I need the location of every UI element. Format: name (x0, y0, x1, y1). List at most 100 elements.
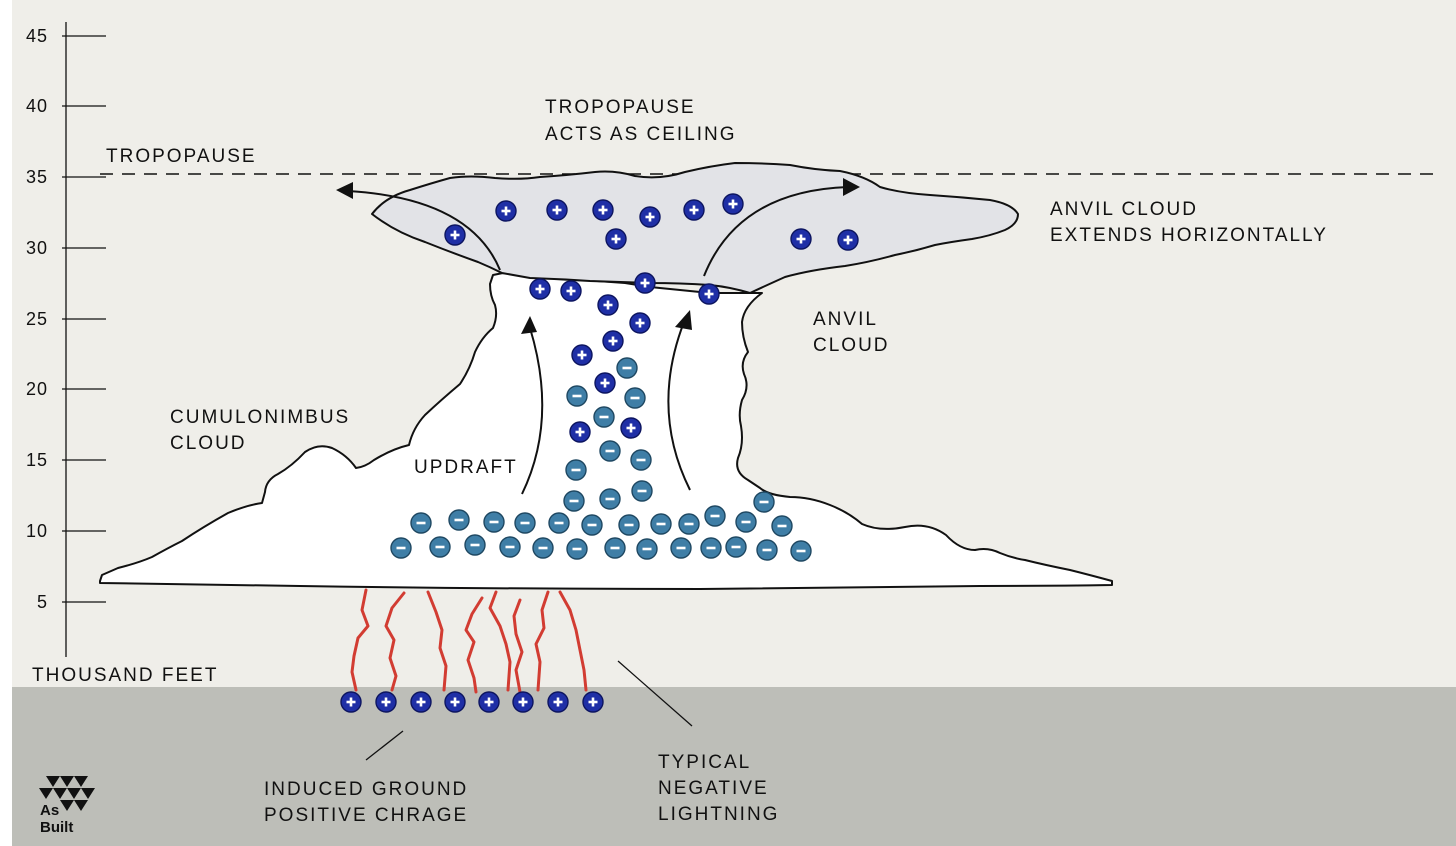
ground (12, 687, 1456, 846)
negative-charge-icon (630, 449, 652, 471)
ground-charge-label: INDUCED GROUND (264, 779, 468, 800)
positive-charge-icon (639, 206, 661, 228)
ground-charge-label: POSITIVE CHRAGE (264, 805, 468, 826)
positive-charge-icon (837, 229, 859, 251)
positive-charge-icon (629, 312, 651, 334)
labels: TROPOPAUSE TROPOPAUSE ACTS AS CEILING AN… (32, 97, 1328, 826)
updraft-label: UPDRAFT (414, 457, 518, 478)
negative-charge-icon (532, 537, 554, 559)
negative-charge-icon (599, 488, 621, 510)
negative-charge-icon (725, 536, 747, 558)
anvil-cloud-label: CLOUD (813, 335, 890, 356)
updraft-arrowhead-left (521, 316, 537, 334)
lightning-label: TYPICAL (658, 752, 751, 773)
positive-charge-icon (547, 691, 569, 713)
positive-charge-icon (560, 280, 582, 302)
negative-charge-icon (593, 406, 615, 428)
negative-charge-icon (624, 387, 646, 409)
positive-charge-icon (592, 199, 614, 221)
negative-charge-icon (618, 514, 640, 536)
positive-charge-icon (529, 278, 551, 300)
axis-tick-label: 40 (26, 96, 48, 116)
negative-charge-icon (650, 513, 672, 535)
outflow-arrowhead-right (843, 178, 860, 196)
positive-charge-icon (569, 421, 591, 443)
negative-charge-icon (514, 512, 536, 534)
positive-charge-icon (478, 691, 500, 713)
axis-tick-label: 20 (26, 379, 48, 399)
negative-charge-icon (563, 490, 585, 512)
negative-charge-icon (390, 537, 412, 559)
cumulonimbus-label: CLOUD (170, 433, 247, 454)
negative-charge-icon (566, 385, 588, 407)
positive-charge-icon (495, 200, 517, 222)
axis-tick-label: 45 (26, 26, 48, 46)
negative-charge-icon (631, 480, 653, 502)
positive-charge-icon (597, 294, 619, 316)
positive-charge-icon (620, 417, 642, 439)
positive-charge-icon (444, 224, 466, 246)
negative-charge-icon (604, 537, 626, 559)
lightning-bolt (488, 590, 512, 692)
axis-tick-label: 25 (26, 309, 48, 329)
lightning-label: LIGHTNING (658, 804, 779, 825)
cumulonimbus-cloud (99, 272, 1113, 590)
positive-charge-icon (722, 193, 744, 215)
negative-charge-icon (599, 440, 621, 462)
positive-charge-icon (683, 199, 705, 221)
negative-charge-icon (429, 536, 451, 558)
negative-charge-icon (735, 511, 757, 533)
tropopause-ceiling-label: ACTS AS CEILING (545, 124, 737, 145)
negative-charge-icon (700, 537, 722, 559)
lightning-strokes (350, 588, 588, 694)
lightning-bolt (426, 590, 448, 692)
negative-charge-icon (678, 513, 700, 535)
anvil-cloud-label: ANVIL (813, 309, 878, 330)
negative-charge-icon (771, 515, 793, 537)
negative-charge-icon (448, 509, 470, 531)
axis-tick-label: 15 (26, 450, 48, 470)
updraft-arrows (347, 186, 849, 495)
anvil-extends-label: EXTENDS HORIZONTALLY (1050, 225, 1328, 246)
lightning-label: NEGATIVE (658, 778, 769, 799)
logo-text: Built (40, 819, 73, 836)
outflow-arrowhead-left (336, 182, 353, 199)
lightning-bolt (350, 588, 370, 692)
positive-charge-icon (605, 228, 627, 250)
charges (340, 193, 859, 713)
cumulonimbus-label: CUMULONIMBUS (170, 407, 350, 428)
ground-charge-leader (365, 730, 404, 761)
outflow-arrow-left (347, 190, 501, 271)
positive-charge-icon (698, 283, 720, 305)
arrow-heads (336, 178, 860, 334)
anvil-cloud (371, 162, 1019, 294)
logo-text: As (40, 802, 59, 819)
negative-charge-icon (566, 538, 588, 560)
positive-charge-icon (790, 228, 812, 250)
positive-charge-icon (444, 691, 466, 713)
negative-charge-icon (565, 459, 587, 481)
axis-tick-label: 10 (26, 521, 48, 541)
axis-tick-label: 30 (26, 238, 48, 258)
lightning-bolt (534, 590, 550, 692)
axis-tick-label: 35 (26, 167, 48, 187)
positive-charge-icon (410, 691, 432, 713)
negative-charge-icon (756, 539, 778, 561)
negative-charge-icon (581, 514, 603, 536)
positive-charge-icon (375, 691, 397, 713)
updraft-arrow-left (521, 327, 544, 495)
updraft-arrow-right (667, 321, 691, 491)
anvil-extends-label: ANVIL CLOUD (1050, 199, 1198, 220)
negative-charge-icon (790, 540, 812, 562)
outflow-arrow-right (703, 186, 849, 277)
lightning-leader (617, 660, 693, 727)
axis-unit-label: THOUSAND FEET (32, 665, 218, 686)
negative-charge-icon (753, 491, 775, 513)
negative-charge-icon (636, 538, 658, 560)
lightning-bolt (464, 596, 484, 694)
positive-charge-icon (571, 344, 593, 366)
negative-charge-icon (464, 534, 486, 556)
positive-charge-icon (512, 691, 534, 713)
negative-charge-icon (410, 512, 432, 534)
